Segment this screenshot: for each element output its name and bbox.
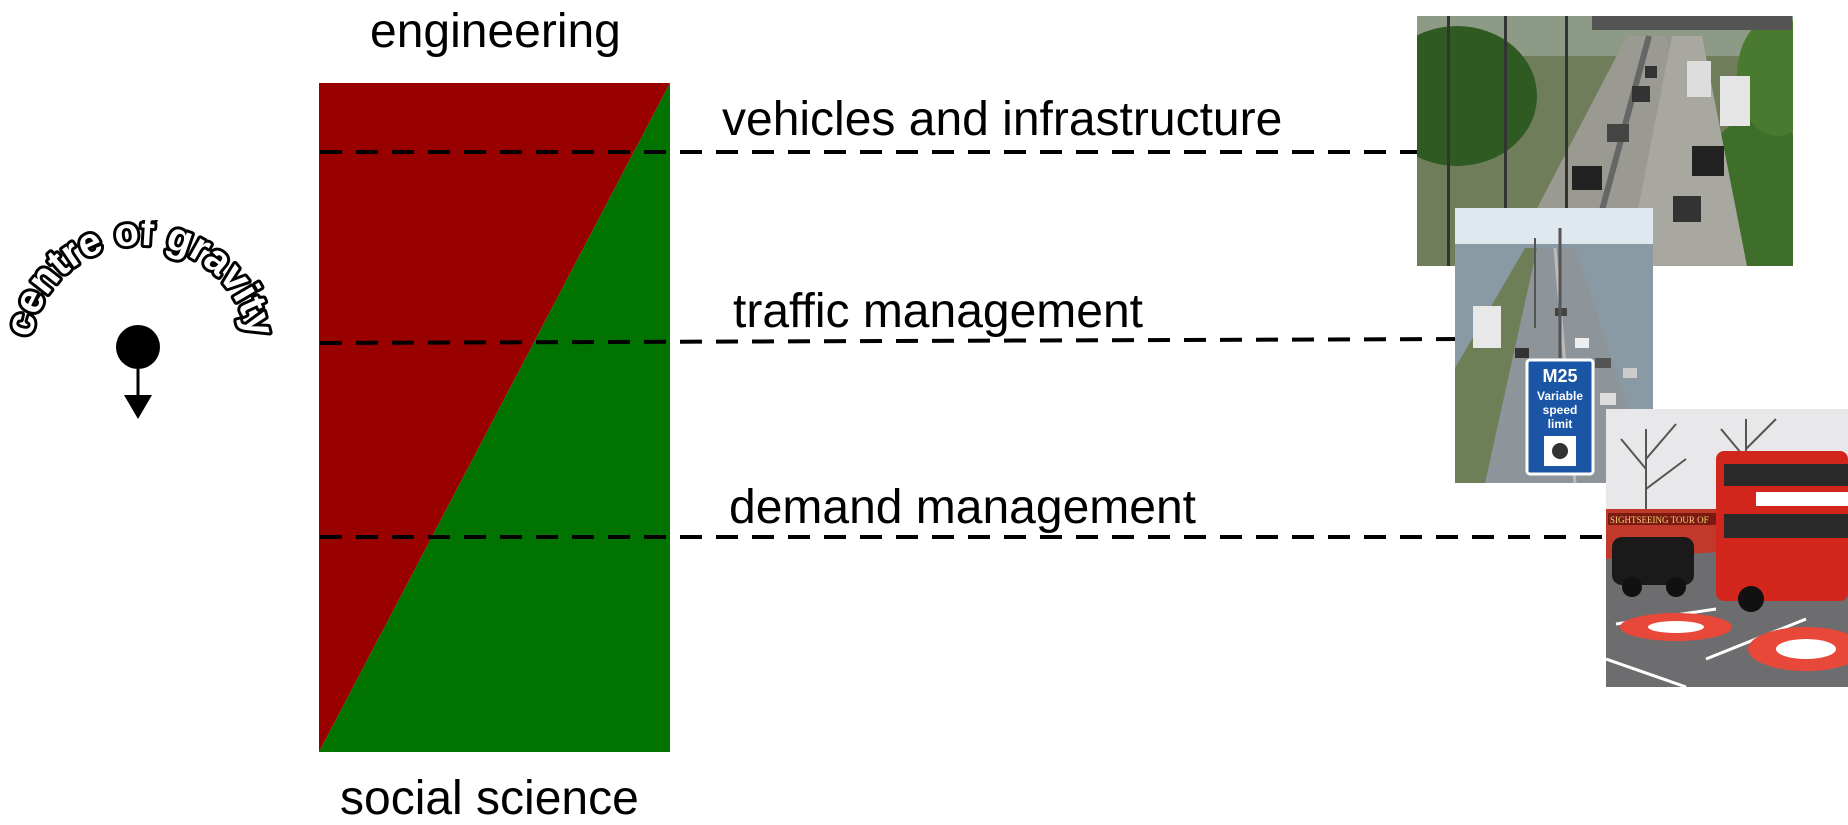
social-science-label: social science: [340, 772, 639, 825]
level-label-demand: demand management: [729, 481, 1196, 534]
level-line-traffic: [319, 337, 1459, 345]
engineering-social-science-balance: [319, 83, 670, 752]
centre-of-gravity: centre of gravity centre of gravity: [0, 220, 280, 419]
tour-bus-sign: SIGHTSEEING TOUR OF: [1610, 515, 1709, 525]
down-arrow-icon: [124, 395, 152, 419]
m25-sign-photo: M25 Variable speed limit: [1455, 208, 1653, 483]
gravity-point-icon: [116, 325, 160, 369]
level-label-traffic: traffic management: [733, 285, 1143, 338]
sign-line-speed: speed: [1543, 403, 1578, 417]
sign-line-limit: limit: [1548, 417, 1573, 431]
congestion-charge-photo: SIGHTSEEING TOUR OF: [1606, 409, 1848, 687]
social-science-region: [319, 83, 670, 752]
sign-road-name: M25: [1542, 366, 1577, 386]
engineering-label: engineering: [370, 5, 621, 58]
level-label-vehicles: vehicles and infrastructure: [722, 93, 1283, 146]
sign-line-variable: Variable: [1537, 389, 1583, 403]
